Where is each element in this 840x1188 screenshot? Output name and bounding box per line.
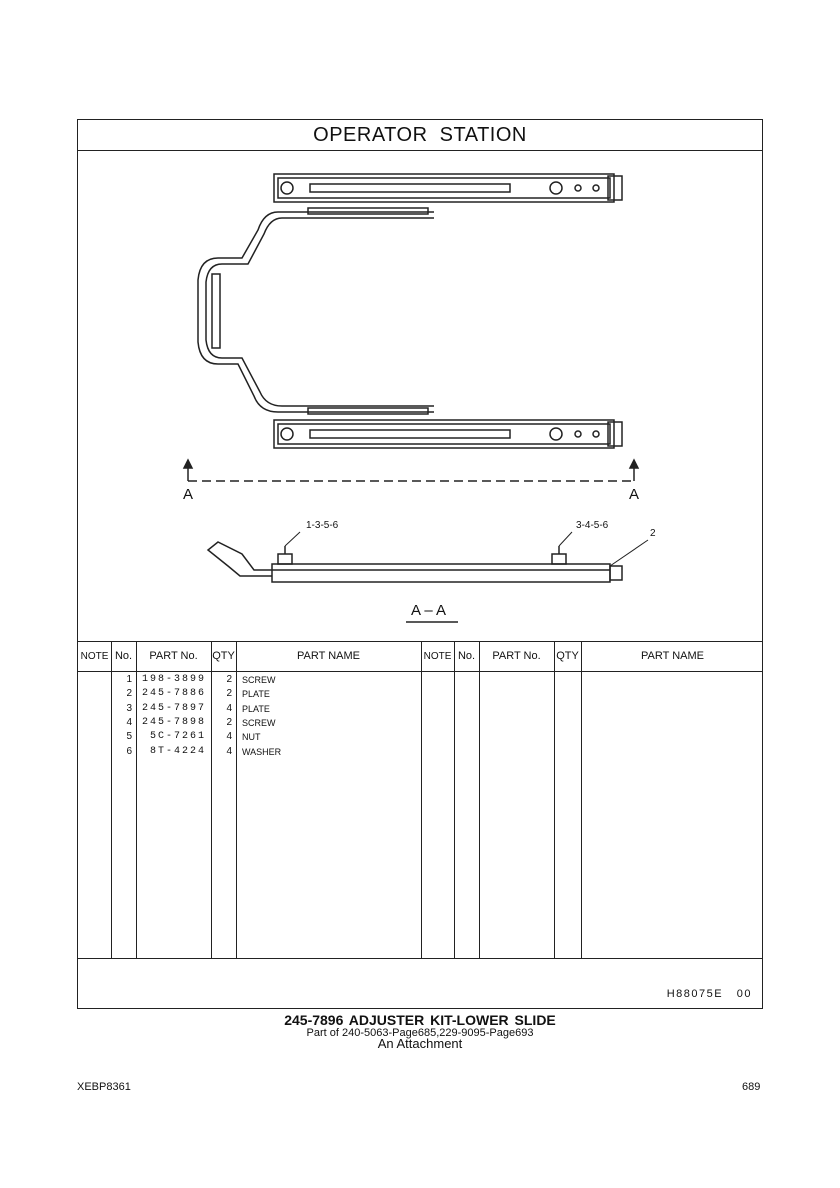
table-row: 2 245-7886 2 PLATE: [78, 687, 762, 701]
callout-label: 3-4-5-6: [576, 520, 609, 531]
section-view-label: A – A: [411, 602, 447, 619]
part-name: SCREW: [242, 717, 276, 728]
item-number: 1: [126, 674, 132, 685]
header-part-no: PART No.: [492, 650, 541, 662]
part-number: 245-7897: [141, 702, 206, 714]
quantity: 4: [226, 745, 232, 757]
header-qty: QTY: [212, 650, 235, 662]
page-title: OPERATOR STATION: [78, 120, 762, 151]
table-row: 5 5C-7261 4 NUT: [78, 730, 762, 744]
table-row: 1 198-3899 2 SCREW: [78, 673, 762, 687]
part-name: SCREW: [242, 675, 276, 685]
item-number: 4: [126, 716, 132, 728]
part-name: PLATE: [242, 703, 270, 714]
table-row: 6 8T-4224 4 WASHER: [78, 745, 762, 759]
kit-subtitle: Part of 240-5063-Page685,229-9095-Page69…: [306, 1027, 534, 1039]
part-number: 8T-4224: [149, 745, 206, 757]
parts-illustration: A A 1-3-5-6 3-4-5-6 2 A – A: [78, 150, 762, 641]
callout-label: 1-3-5-6: [306, 520, 339, 531]
table-row: 3 245-7897 4 PLATE: [78, 702, 762, 716]
item-number: 3: [126, 702, 132, 714]
section-marker-right: A: [629, 486, 640, 503]
page-frame: OPERATOR STATION A A 1-3-5-6 3-4-5-6 2 A…: [77, 119, 763, 1009]
kit-title: 245-7896 ADJUSTER KIT-LOWER SLIDE: [284, 1012, 556, 1028]
header-part-name: PART NAME: [641, 650, 704, 662]
part-name: NUT: [242, 732, 261, 743]
part-number: 198-3899: [141, 674, 206, 685]
quantity: 2: [226, 674, 232, 685]
header-no: No.: [114, 650, 133, 662]
part-name: WASHER: [242, 746, 282, 757]
page-number: 689: [742, 1081, 761, 1093]
quantity: 4: [226, 731, 232, 743]
header-no: No.: [457, 650, 476, 662]
quantity: 2: [226, 716, 232, 728]
table-row: 4 245-7898 2 SCREW: [78, 716, 762, 730]
part-number: 245-7898: [141, 716, 206, 728]
section-marker-left: A: [183, 486, 194, 503]
header-note: NOTE: [80, 651, 109, 662]
kit-note: An Attachment: [377, 1036, 463, 1051]
parts-table: NOTE No. PART No. QTY PART NAME NOTE No.…: [78, 641, 762, 959]
quantity: 4: [226, 702, 232, 714]
callout-label: 2: [650, 528, 656, 539]
item-number: 5: [126, 731, 132, 743]
part-number: 5C-7261: [149, 731, 206, 743]
item-number: 2: [126, 688, 132, 700]
header-note: NOTE: [423, 651, 452, 662]
illustration-code: H88075E 00: [666, 988, 752, 1000]
quantity: 2: [226, 688, 232, 700]
header-part-no: PART No.: [149, 650, 198, 662]
part-number: 245-7886: [141, 688, 206, 700]
document-id: XEBP8361: [77, 1081, 131, 1093]
header-part-name: PART NAME: [297, 650, 360, 662]
header-qty: QTY: [556, 650, 579, 662]
item-number: 6: [126, 745, 132, 757]
table-header: NOTE No. PART No. QTY PART NAME NOTE No.…: [78, 642, 762, 672]
part-name: PLATE: [242, 689, 270, 700]
